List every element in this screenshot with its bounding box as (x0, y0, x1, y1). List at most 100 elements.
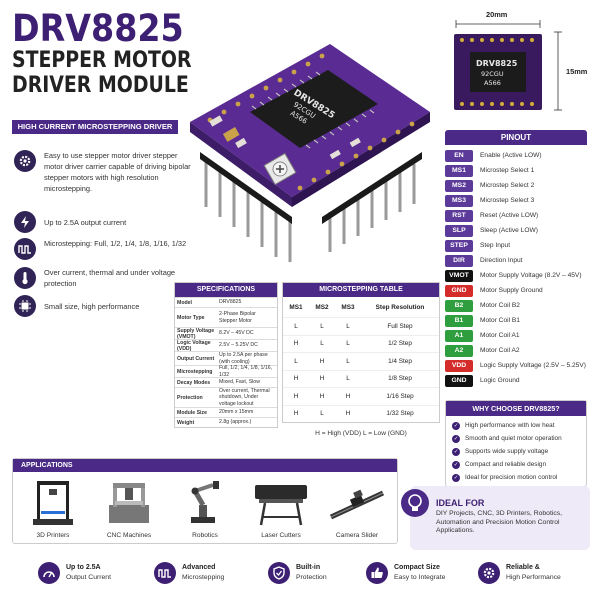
ms-cell: L (346, 357, 350, 365)
pin-description: Motor Supply Ground (480, 287, 543, 294)
step-resolution-cell: 1/8 Step (388, 375, 412, 383)
bottom-item-title: Advanced (182, 564, 216, 571)
dim-chip-code: 92CGU (481, 70, 504, 78)
pin-label: A2 (445, 344, 473, 357)
feature-item: Easy to use stepper motor driver stepper… (14, 150, 194, 194)
pin-label: VMOT (445, 269, 473, 282)
why-choose-text: Ideal for precision motion control (465, 474, 558, 481)
bottom-item-sub: Easy to Integrate (394, 574, 446, 581)
feature-text: Microstepping: Full, 1/2, 1/4, 1/8, 1/16… (44, 239, 187, 248)
app-cnc-machines: CNC Machines (93, 475, 165, 541)
pin-label: STEP (445, 239, 473, 252)
feature-item: Small size, high performance (14, 295, 194, 317)
ideal-for-panel: IDEAL FOR DIY Projects, CNC, 3D Printers… (401, 486, 590, 550)
ideal-for-text: DIY Projects, CNC, 3D Printers, Robotics… (436, 510, 563, 535)
spec-key: Model (177, 299, 192, 306)
ms-cell: L (294, 322, 298, 330)
title-line-1: DRV8825 (12, 7, 184, 50)
app-laser-cutters: Laser Cutters (245, 475, 317, 541)
robot-arm-icon (191, 481, 219, 523)
ms-cell: H (293, 340, 299, 348)
pin-description: Logic Supply Voltage (2.5V – 5.25V) (480, 362, 586, 369)
header-ms2: MS2 (315, 303, 329, 311)
pin-label: DIR (445, 254, 473, 267)
spec-row: Logic Voltage (VDD)2.5V – 5.25V DC (175, 339, 277, 352)
board-illustration: DRV8825 92CGU A566 (180, 12, 440, 282)
check-icon: ✓ (452, 421, 460, 430)
pin-description: Enable (Active LOW) (480, 152, 542, 159)
pin-description: Microstep Select 3 (480, 197, 535, 204)
spec-key: Output Current (177, 355, 215, 362)
header-ms3: MS3 (341, 303, 355, 311)
pin-label: GND (445, 284, 473, 297)
lightning-icon (14, 211, 36, 233)
spec-value: Full, 1/2, 1/4, 1/8, 1/16, 1/32 (219, 365, 273, 378)
dim-chip-label: DRV8825 (476, 59, 518, 68)
header-ms1: MS1 (289, 303, 303, 311)
ms-cell: L (320, 340, 324, 348)
pin-description: Reset (Active LOW) (480, 212, 539, 219)
microstepping-table: MICROSTEPPING TABLE MS1 MS2 MS3 Step Res… (282, 282, 440, 423)
gear-icon (478, 562, 500, 584)
spec-value: Mixed, Fast, Slow (219, 379, 260, 386)
dimension-drawing: DRV8825 92CGU A566 20mm 15mm (448, 10, 594, 120)
app-robotics: Robotics (169, 475, 241, 541)
spec-row: Output Current Up to 2.5A per phase (with… (175, 351, 277, 365)
microstepping-legend: H = High (VDD) L = Low (GND) (315, 430, 407, 437)
dim-width-label: 20mm (486, 10, 508, 19)
feature-text: Up to 2.5A output current (44, 218, 127, 227)
bottom-item-sub: Protection (296, 574, 327, 581)
check-icon: ✓ (452, 473, 460, 482)
pin-description: Logic Ground (480, 377, 520, 384)
app-label: Camera Slider (335, 532, 379, 539)
ms-cell: L (346, 322, 350, 330)
pin-description: Motor Coil A1 (480, 332, 520, 339)
pin-description: Motor Coil B2 (480, 302, 520, 309)
ms-cell: H (319, 375, 325, 383)
pin-description: Direction Input (480, 257, 523, 264)
spec-value: 2.5V – 5.25V DC (219, 342, 258, 349)
step-resolution-cell: 1/16 Step (386, 392, 414, 400)
pin-label: B2 (445, 299, 473, 312)
dim-chip-code-2: A566 (484, 79, 501, 87)
bottom-item-sub: High Performance (506, 574, 561, 581)
why-choose-item: ✓Compact and reliable design (446, 458, 586, 471)
feature-text: Small size, high performance (44, 302, 140, 311)
pin-label: MS2 (445, 179, 473, 192)
ms-cell: H (293, 392, 299, 400)
why-choose-text: Smooth and quiet motor operation (465, 435, 562, 442)
microstepping-header-row: MS1 MS2 MS3 Step Resolution (283, 297, 439, 317)
pinout-row: DIR Direction Input (445, 253, 587, 268)
spec-key: Weight (177, 419, 195, 426)
pin-description: Motor Coil B1 (480, 317, 520, 324)
spec-value: DRV8825 (219, 299, 242, 306)
pin-label: MS1 (445, 164, 473, 177)
title-line-3: DRIVER MODULE (12, 71, 189, 98)
3d-printer-icon (33, 481, 73, 525)
ms-cell: H (345, 392, 351, 400)
shield-icon (268, 562, 290, 584)
microstepping-title: MICROSTEPPING TABLE (283, 283, 439, 297)
ms-cell: L (294, 357, 298, 365)
why-choose-item: ✓ Smooth and quiet motor operation (446, 432, 586, 445)
step-resolution-cell: 1/4 Step (388, 357, 412, 365)
feature-text: Easy to use stepper motor driver stepper… (44, 151, 191, 193)
spec-value: Up to 2.5A per phase (with cooling) (219, 352, 268, 365)
pin-label: MS3 (445, 194, 473, 207)
why-choose-list: ✓ High performance with low heat ✓ Smooth a… (446, 416, 586, 486)
check-icon: ✓ (452, 434, 460, 443)
spec-key: Module Size (177, 409, 207, 416)
why-choose-text: High performance with low heat (465, 422, 555, 429)
subtitle-banner: HIGH CURRENT MICROSTEPPING DRIVER (12, 120, 178, 134)
spec-value: 20mm x 15mm (219, 409, 254, 416)
bottom-item-title: Reliable & (506, 564, 540, 571)
